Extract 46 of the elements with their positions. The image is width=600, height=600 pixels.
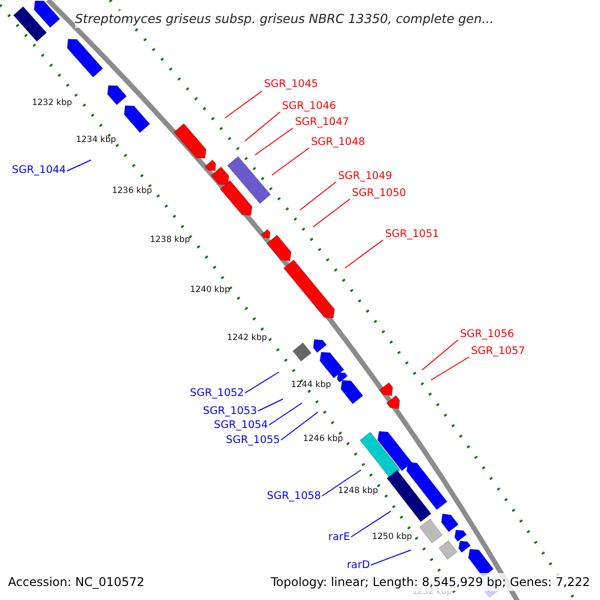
leader-line <box>430 356 470 380</box>
leader-line <box>258 398 284 412</box>
gene-label: rarE <box>328 530 350 545</box>
position-label: 1244 kbp <box>290 379 332 391</box>
position-label: 1248 kbp <box>338 485 378 497</box>
leader-line <box>244 112 280 142</box>
position-label: 1238 kbp <box>150 234 190 246</box>
gene-label: SGR_1051 <box>385 227 440 242</box>
position-label: 1232 kbp <box>32 97 72 109</box>
gene-label: SGR_1057 <box>471 344 526 359</box>
gene-label: SGR_1058 <box>266 489 321 504</box>
leader-line <box>66 160 92 172</box>
leader-line <box>422 340 458 370</box>
leader-line <box>344 240 384 268</box>
leader-line <box>244 372 280 394</box>
gene-label: SGR_1049 <box>338 169 392 184</box>
gene-label: SGR_1052 <box>190 386 244 401</box>
gene-label: SGR_1044 <box>12 163 66 178</box>
position-label: 1234 kbp <box>76 134 116 146</box>
gene-label: SGR_1055 <box>226 433 280 448</box>
position-label: 1246 kbp <box>302 433 344 445</box>
leader-line <box>224 90 262 118</box>
leader-line <box>350 510 392 538</box>
gene-label: SGR_1053 <box>202 404 257 419</box>
leader-line <box>272 148 310 176</box>
map-title: Streptomyces griseus subsp. griseus NBRC 13350, complete gen... <box>75 10 494 28</box>
gene-label: SGR_1056 <box>460 327 514 342</box>
leader-line <box>322 470 362 496</box>
leader-line <box>254 128 294 156</box>
leader-line <box>280 412 318 440</box>
gene-label: SGR_1047 <box>295 115 350 130</box>
gene-label: SGR_1045 <box>264 77 318 92</box>
gene-label: SGR_1048 <box>311 135 366 150</box>
gene-label: SGR_1054 <box>214 418 268 433</box>
gene-label: rarD <box>346 558 370 573</box>
leader-line <box>300 182 336 210</box>
position-label: 1240 kbp <box>190 284 230 296</box>
position-label: 1250 kbp <box>372 531 412 543</box>
gene-label: SGR_1050 <box>352 186 406 201</box>
leader-line <box>370 550 412 566</box>
leader-line <box>268 402 302 426</box>
position-label: 1242 kbp <box>226 332 268 344</box>
gene-label: SGR_1046 <box>282 99 336 114</box>
leader-line <box>312 198 350 228</box>
position-label: 1236 kbp <box>112 185 152 197</box>
position-label: 1252 kbp <box>412 587 452 598</box>
